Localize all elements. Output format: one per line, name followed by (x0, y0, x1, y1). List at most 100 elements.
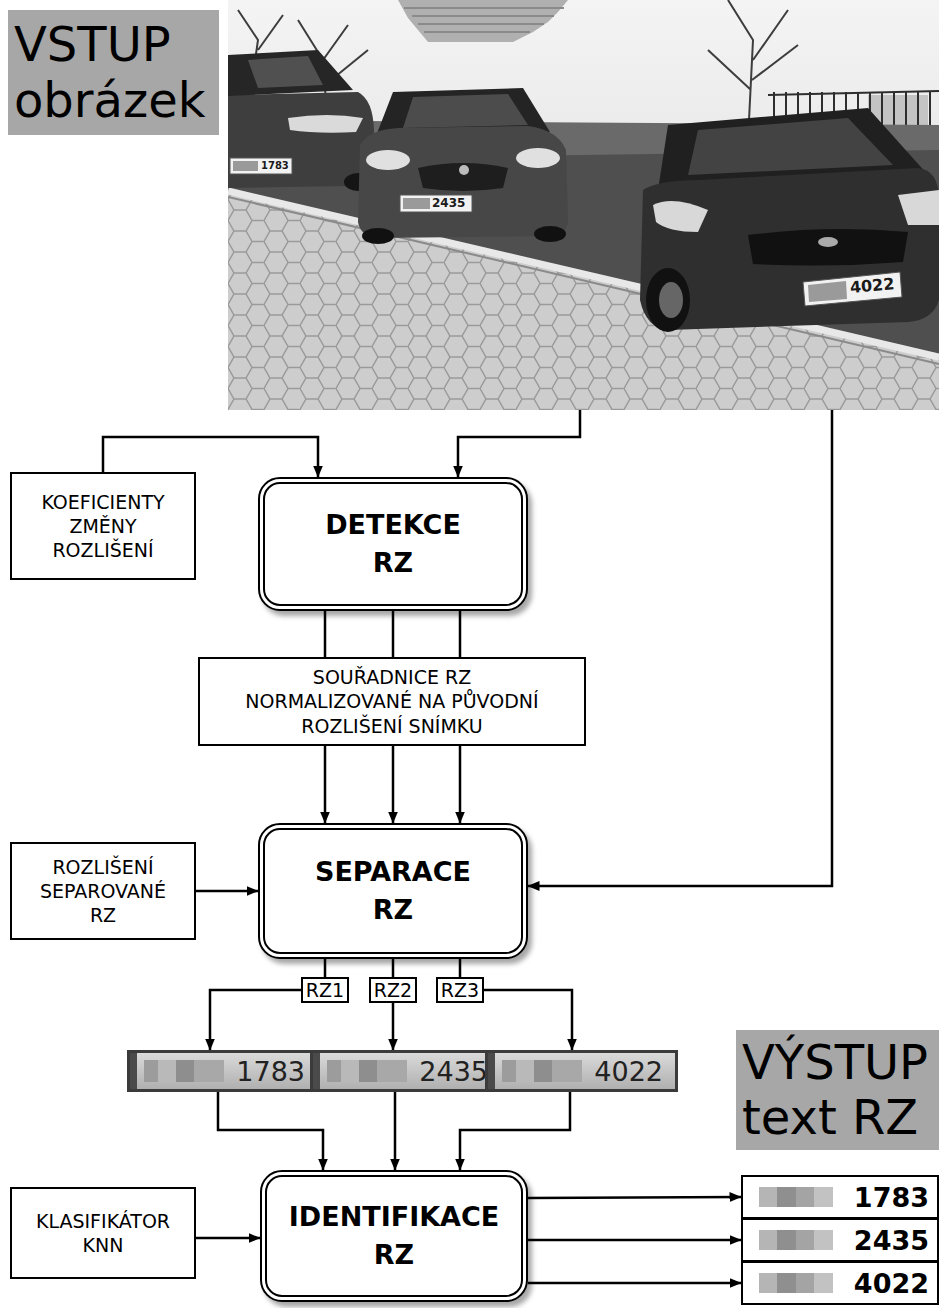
car-window (228, 50, 353, 96)
connector-arrow (394, 1092, 397, 1170)
node-text: SOUŘADNICE RZ NORMALIZOVANÉ NA PŮVODNÍ R… (232, 665, 552, 738)
input-photo: 1783 2435 4022 (228, 0, 939, 410)
plate-edge (488, 1053, 495, 1089)
grille (418, 163, 508, 191)
connector-arrow (459, 611, 462, 657)
connector-arrow (196, 1237, 260, 1240)
connector-arrow (460, 959, 572, 1050)
blurred-region (403, 198, 430, 209)
heading-box: VSTUP obrázek (8, 10, 219, 135)
node-text: SEPARACE RZ (303, 853, 483, 929)
heading-text: VÝSTUP text RZ (742, 1035, 933, 1145)
connector-arrow (196, 890, 258, 893)
building (398, 0, 568, 42)
connector-arrow (460, 1092, 570, 1170)
reflection (248, 56, 323, 88)
car (640, 108, 939, 332)
output-box: 2435 (741, 1218, 939, 1262)
connector-arrow (103, 437, 318, 477)
blurred-region (233, 161, 258, 171)
connector-arrow (210, 959, 325, 1050)
connector-arrow (528, 1239, 741, 1242)
photo-illustration (228, 0, 939, 410)
node-text: KLASIFIKÁTOR KNN (23, 1209, 183, 1258)
node-text: DETEKCE RZ (308, 506, 478, 582)
process-box: SEPARACE RZ (258, 823, 528, 959)
parameter-box: KLASIFIKÁTOR KNN (10, 1187, 196, 1279)
plate (803, 272, 902, 306)
plate-edge (313, 1053, 320, 1089)
plate-crop: 1783 (127, 1050, 320, 1092)
connector-arrow (324, 746, 327, 823)
connector-arrow (324, 611, 327, 657)
car-body (228, 92, 374, 188)
plate-number: 1783 (854, 1184, 929, 1211)
connector-arrow (528, 1282, 741, 1285)
connector-arrow (392, 959, 395, 1050)
plate-number: 2435 (432, 197, 465, 209)
wheel (362, 228, 394, 244)
grille (748, 229, 908, 265)
parameter-box: KOEFICIENTY ZMĚNY ROZLIŠENÍ (10, 472, 196, 580)
connector-arrow (459, 746, 462, 823)
plate-number: 4022 (849, 276, 895, 296)
car (228, 50, 374, 191)
edge-label: RZ3 (436, 977, 484, 1004)
blurred-region (502, 1060, 582, 1082)
plate (230, 158, 292, 174)
connector-arrow (528, 1197, 741, 1198)
wheel (534, 226, 566, 242)
wheel-rim (659, 282, 683, 318)
plate-number: 1783 (236, 1058, 305, 1085)
plate-number: 4022 (854, 1270, 929, 1297)
building-body (398, 0, 568, 42)
wheel (646, 268, 690, 332)
building-floors (404, 8, 564, 32)
plate (400, 195, 472, 212)
blurred-region (808, 281, 847, 302)
plate-crop: 2435 (310, 1050, 503, 1092)
plate-number: 1783 (261, 161, 289, 171)
connector-arrow (528, 410, 832, 886)
plate-crop: 4022 (485, 1050, 678, 1092)
plate-number: 2435 (419, 1058, 488, 1085)
sky (228, 0, 939, 410)
edge-label: RZ2 (369, 977, 417, 1004)
heading-box: VÝSTUP text RZ (736, 1030, 939, 1150)
data-box: SOUŘADNICE RZ NORMALIZOVANÉ NA PŮVODNÍ R… (198, 657, 586, 746)
connector-arrow (392, 611, 395, 657)
plate-edge (130, 1053, 137, 1089)
node-text: ROZLIŠENÍ SEPAROVANÉ RZ (31, 855, 176, 928)
car (358, 88, 568, 244)
car-body (358, 126, 568, 238)
blurred-region (759, 1187, 833, 1207)
node-text: KOEFICIENTY ZMĚNY ROZLIŠENÍ (23, 490, 183, 563)
connector-arrow (392, 746, 395, 823)
reflection (688, 118, 893, 175)
heading-text: VSTUP obrázek (14, 17, 213, 127)
headlight (653, 201, 708, 232)
plate-number: 2435 (854, 1227, 929, 1254)
logo (459, 165, 469, 175)
process-box: DETEKCE RZ (258, 477, 528, 611)
reflection (403, 94, 528, 128)
output-box: 4022 (741, 1261, 939, 1305)
blurred-region (759, 1273, 833, 1293)
headlight (366, 150, 410, 170)
edge-label: RZ1 (301, 977, 349, 1004)
headlight (516, 148, 560, 168)
blurred-region (759, 1230, 833, 1250)
headlight (288, 115, 363, 133)
node-text: IDENTIFIKACE RZ (274, 1198, 514, 1274)
connector-arrow (218, 1092, 323, 1170)
connector-arrow (458, 410, 580, 477)
logo (818, 237, 838, 247)
process-box: IDENTIFIKACE RZ (260, 1170, 528, 1302)
output-box: 1783 (741, 1175, 939, 1219)
plate-number: 4022 (594, 1058, 663, 1085)
blurred-region (327, 1060, 407, 1082)
blurred-region (144, 1060, 224, 1082)
headlight (898, 190, 939, 225)
parameter-box: ROZLIŠENÍ SEPAROVANÉ RZ (10, 842, 196, 940)
